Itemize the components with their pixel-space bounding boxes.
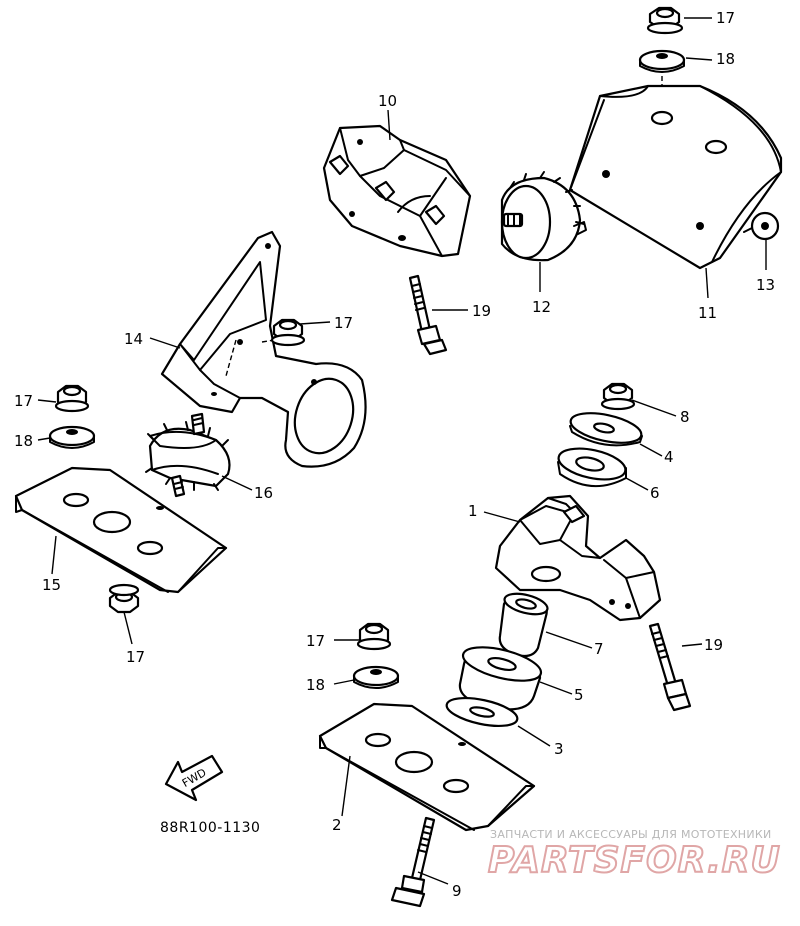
part-11-cover [568,84,783,270]
watermark-brand: PARTSFOR.RU [488,840,781,881]
callout-9: 9 [452,882,462,900]
callout-7: 7 [594,640,604,658]
callout-13: 13 [756,276,775,294]
part-2-plate [318,702,536,832]
part-17-nut-lower [356,622,392,651]
fwd-arrow-icon: FWD [164,754,224,802]
callout-14: 14 [124,330,143,348]
callout-labels: 17 18 10 12 11 13 19 14 17 17 18 15 17 1… [14,9,775,900]
part-10-bracket [322,124,472,258]
part-12-damper [500,171,587,262]
part-6-washer [557,447,627,488]
callout-18: 18 [306,676,325,694]
callout-12: 12 [532,298,551,316]
callout-8: 8 [680,408,690,426]
part-3-washer [445,696,519,728]
callout-16: 16 [254,484,273,502]
callout-17: 17 [334,314,353,332]
callout-18: 18 [716,50,735,68]
callout-17: 17 [306,632,325,650]
callout-17: 17 [126,648,145,666]
callout-1: 1 [468,502,478,520]
callout-17: 17 [14,392,33,410]
callout-17: 17 [716,9,735,27]
callout-11: 11 [698,304,717,322]
callout-10: 10 [378,92,397,110]
part-17-nut-14 [270,318,306,347]
part-18-washer-top [638,49,686,73]
part-19-bolt-upper [408,274,448,356]
diagram-code: 88R100-1130 [160,820,260,836]
callout-19: 19 [472,302,491,320]
part-9-bolt [390,816,436,908]
part-7-collar [498,592,549,658]
part-17-nut-bottom-left [108,583,140,614]
part-18-washer-lower [352,665,400,689]
callout-6: 6 [650,484,660,502]
part-13-bolt [743,211,780,241]
callout-3: 3 [554,740,564,758]
part-16-mount [145,412,231,498]
part-19-bolt-right [648,622,692,712]
part-1-bracket [494,494,662,622]
part-15-plate [14,466,228,594]
callout-15: 15 [42,576,61,594]
callout-2: 2 [332,816,342,834]
part-17-nut-left [54,384,90,413]
leader-lines [37,17,767,885]
part-8-nut [600,382,636,411]
watermark-caption: ЗАПЧАСТИ И АКСЕССУАРЫ ДЛЯ МОТОТЕХНИКИ [490,828,772,841]
part-5-bush [458,646,543,711]
part-17-nut-top [646,6,684,35]
part-18-washer-left [48,425,96,449]
callout-4: 4 [664,448,674,466]
callout-18: 18 [14,432,33,450]
part-4-washer [569,412,643,447]
callout-19: 19 [704,636,723,654]
callout-5: 5 [574,686,584,704]
